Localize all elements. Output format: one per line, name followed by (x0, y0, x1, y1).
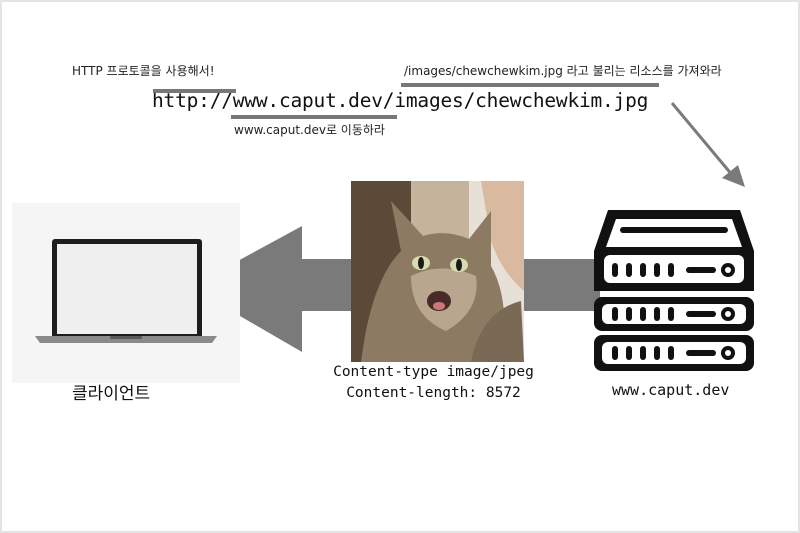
host-underline (231, 115, 397, 119)
laptop-icon (35, 239, 217, 343)
protocol-underline (153, 89, 236, 93)
path-underline (401, 83, 659, 87)
protocol-note: HTTP 프로토콜을 사용해서! (72, 64, 215, 78)
request-url: http://www.caput.dev/images/chewchewkim.… (152, 89, 649, 112)
cat-illustration (351, 181, 524, 362)
server-label: www.caput.dev (612, 381, 730, 399)
server-icon (594, 210, 754, 371)
resource-note: /images/chewchewkim.jpg 라고 불리는 리소스를 가져와라 (404, 64, 722, 78)
cat-photo (351, 181, 524, 362)
content-length-label: Content-length: 8572 (346, 385, 521, 401)
host-note: www.caput.dev로 이동하라 (234, 123, 385, 137)
content-type-label: Content-type image/jpeg (333, 364, 534, 380)
client-label: 클라이언트 (72, 384, 151, 404)
